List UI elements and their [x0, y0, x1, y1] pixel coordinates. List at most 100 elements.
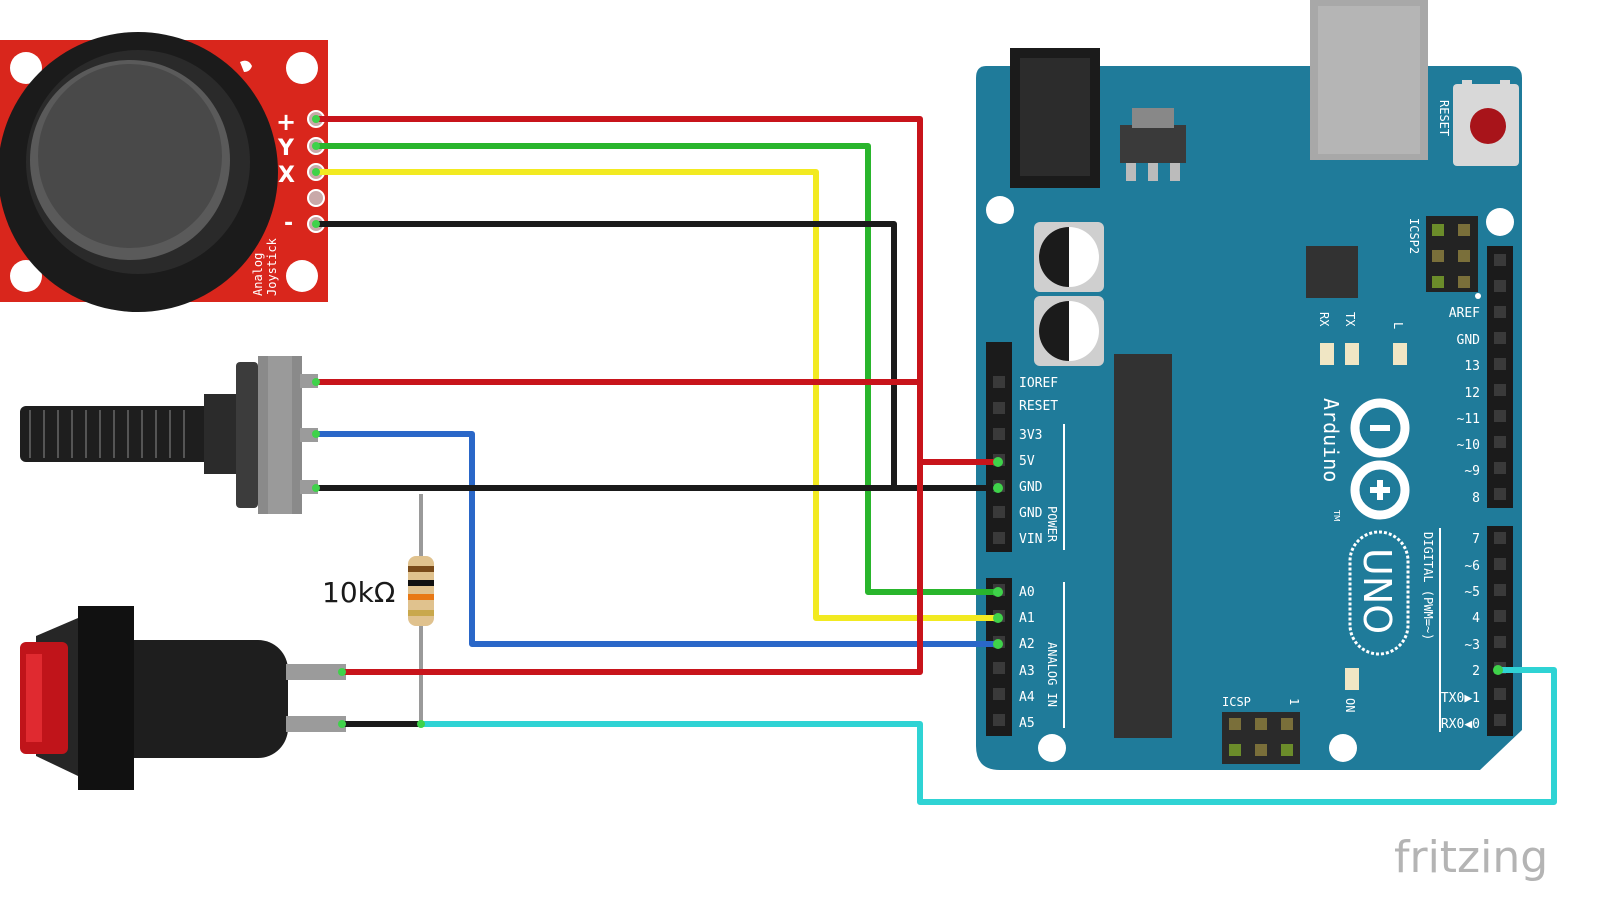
wire-joystick-gnd — [313, 221, 897, 491]
resistor — [408, 494, 434, 724]
atmega-chip — [1114, 354, 1172, 738]
pin-socket — [993, 428, 1005, 440]
uno-badge — [1348, 530, 1410, 656]
icsp-pin1-label: 1 — [1287, 698, 1301, 705]
svg-text:~5: ~5 — [1464, 585, 1480, 600]
svg-text:A3: A3 — [1019, 664, 1035, 679]
mounting-hole — [1486, 208, 1514, 236]
wire-joystick-y — [313, 143, 1001, 595]
mounting-hole — [1038, 734, 1066, 762]
svg-text:2: 2 — [1472, 664, 1480, 679]
pin-socket — [993, 532, 1005, 544]
svg-text:4: 4 — [1472, 611, 1480, 626]
svg-text:~3: ~3 — [1464, 638, 1480, 653]
rx-label: RX — [1317, 312, 1331, 327]
analog-joystick-module: + Y X - Analog Joystick — [0, 32, 328, 312]
svg-text:RESET: RESET — [1019, 399, 1058, 414]
svg-text:8: 8 — [1472, 491, 1480, 506]
fritzing-watermark: fritzing — [1394, 832, 1548, 883]
svg-text:~11: ~11 — [1457, 412, 1480, 427]
svg-text:A1: A1 — [1019, 611, 1035, 626]
svg-text:A2: A2 — [1019, 637, 1035, 652]
l-label: L — [1391, 322, 1405, 329]
voltage-regulator — [1120, 125, 1186, 163]
svg-text:A0: A0 — [1019, 585, 1035, 600]
pin-socket — [1494, 280, 1506, 292]
mounting-hole — [1329, 734, 1357, 762]
digital-section-label: DIGITAL (PWM=~) — [1421, 532, 1435, 640]
svg-text:IOREF: IOREF — [1019, 376, 1058, 391]
arduino-uno-board: RESET ICSP2 RX TX L ON Ar — [976, 0, 1522, 770]
push-button — [20, 606, 346, 790]
pin-socket — [993, 506, 1005, 518]
tx-led — [1345, 343, 1359, 365]
power-header — [986, 342, 1012, 552]
svg-text:AREF: AREF — [1449, 306, 1480, 321]
pin-socket — [1494, 384, 1506, 396]
wire-pot-wiper — [313, 431, 1001, 647]
svg-text:~9: ~9 — [1464, 464, 1480, 479]
analog-header — [986, 578, 1012, 736]
svg-text:13: 13 — [1464, 359, 1480, 374]
tm-label: TM — [1332, 509, 1341, 522]
power-pin-labels: IOREF RESET 3V3 5V GND GND VIN — [1019, 376, 1058, 547]
pin-socket — [993, 714, 1005, 726]
joystick-silk-2: Joystick — [265, 237, 279, 296]
model-label: UNO — [1355, 548, 1399, 634]
usb-chip — [1306, 246, 1358, 298]
digital-header-bottom — [1487, 526, 1513, 736]
pin-socket — [1494, 488, 1506, 500]
pin-socket — [993, 688, 1005, 700]
reset-label: RESET — [1437, 100, 1451, 136]
icsp-header — [1222, 712, 1300, 764]
pin-socket — [993, 662, 1005, 674]
brand-label: Arduino — [1319, 398, 1343, 482]
pin-socket — [1494, 636, 1506, 648]
svg-text:A4: A4 — [1019, 690, 1035, 705]
svg-text:12: 12 — [1464, 386, 1480, 401]
pin-socket — [1494, 688, 1506, 700]
pin-socket — [1494, 714, 1506, 726]
svg-text:7: 7 — [1472, 532, 1480, 547]
svg-text:VIN: VIN — [1019, 532, 1042, 547]
svg-text:GND: GND — [1457, 333, 1481, 348]
analog-section-label: ANALOG IN — [1045, 642, 1059, 707]
wire-button-to-d2 — [418, 667, 1557, 805]
digital-pin-labels: AREF GND 13 12 ~11 ~10 ~9 8 7 ~6 ~5 4 ~3… — [1441, 306, 1480, 732]
pin-socket — [993, 376, 1005, 388]
joystick-pin-plus: + — [276, 108, 296, 136]
joystick-pin-y: Y — [277, 136, 295, 161]
on-led — [1345, 668, 1359, 690]
svg-text:GND: GND — [1019, 480, 1043, 495]
svg-text:GND: GND — [1019, 506, 1043, 521]
joystick-pin-minus: - — [284, 211, 293, 236]
mounting-hole — [986, 196, 1014, 224]
wire-joystick-x — [313, 169, 1001, 621]
reset-button[interactable] — [1453, 80, 1519, 166]
pin-socket — [1494, 462, 1506, 474]
wire-button-vcc — [339, 459, 923, 675]
svg-text:RX0◀0: RX0◀0 — [1441, 717, 1480, 732]
capacitor — [1034, 296, 1104, 366]
pin-socket — [1494, 584, 1506, 596]
potentiometer — [20, 356, 318, 514]
pin-socket — [1494, 332, 1506, 344]
l-led — [1393, 343, 1407, 365]
wire-joystick-vcc — [313, 116, 1001, 465]
svg-text:A5: A5 — [1019, 716, 1035, 731]
icsp-label: ICSP — [1222, 695, 1251, 709]
joystick-pin-x: X — [278, 163, 295, 188]
resistor-body — [408, 556, 434, 626]
pin-socket — [993, 402, 1005, 414]
joystick-silk-1: Analog — [251, 253, 265, 296]
pin-socket — [1494, 410, 1506, 422]
pin-socket — [1494, 610, 1506, 622]
resistor-label: 10kΩ — [322, 576, 395, 609]
svg-text:5V: 5V — [1019, 454, 1035, 469]
pin-socket — [1494, 358, 1506, 370]
svg-text:TX0▶1: TX0▶1 — [1441, 691, 1480, 706]
pin-socket — [1494, 436, 1506, 448]
board-pcb — [976, 66, 1522, 770]
on-label: ON — [1343, 698, 1357, 712]
